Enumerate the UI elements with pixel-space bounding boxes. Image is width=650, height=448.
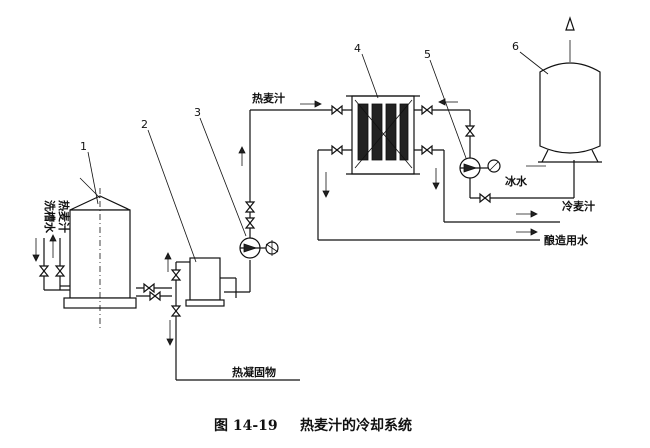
label-hot-wort-inlet: 热麦汁 xyxy=(57,200,71,233)
pipe-to-pump-3 xyxy=(224,260,251,293)
pump-3 xyxy=(239,237,279,259)
pump-5 xyxy=(459,125,575,204)
callout-2: 2 xyxy=(141,118,148,131)
trub-discharge-line xyxy=(166,320,300,381)
separator-2 xyxy=(164,252,237,320)
callout-6: 6 xyxy=(512,40,519,53)
exchanger-connections xyxy=(317,98,560,241)
tank1-outlet-pipe xyxy=(136,282,172,302)
callout-5: 5 xyxy=(424,48,431,61)
tank-6 xyxy=(526,16,602,167)
label-cold-wort: 冷麦汁 xyxy=(562,199,595,213)
callout-1: 1 xyxy=(80,140,87,153)
label-hot-wort-pipe: 热麦汁 xyxy=(252,91,285,105)
figure-title: 热麦汁的冷却系统 xyxy=(300,417,412,434)
figure-number: 图 14-19 xyxy=(214,418,278,434)
label-ice-water: 冰水 xyxy=(505,174,528,188)
label-brewing-water: 酿造用水 xyxy=(544,233,589,247)
label-hot-trub: 热凝固物 xyxy=(232,365,276,379)
plate-heat-exchanger-4 xyxy=(346,95,420,175)
label-wash-water: 洗槽水 xyxy=(43,200,57,234)
tank-1 xyxy=(63,177,137,330)
callout-4: 4 xyxy=(354,42,361,55)
tank-1-inlets xyxy=(32,234,70,291)
callout-3: 3 xyxy=(194,106,201,119)
hot-wort-riser xyxy=(238,100,346,238)
callout-leaders xyxy=(87,51,549,263)
